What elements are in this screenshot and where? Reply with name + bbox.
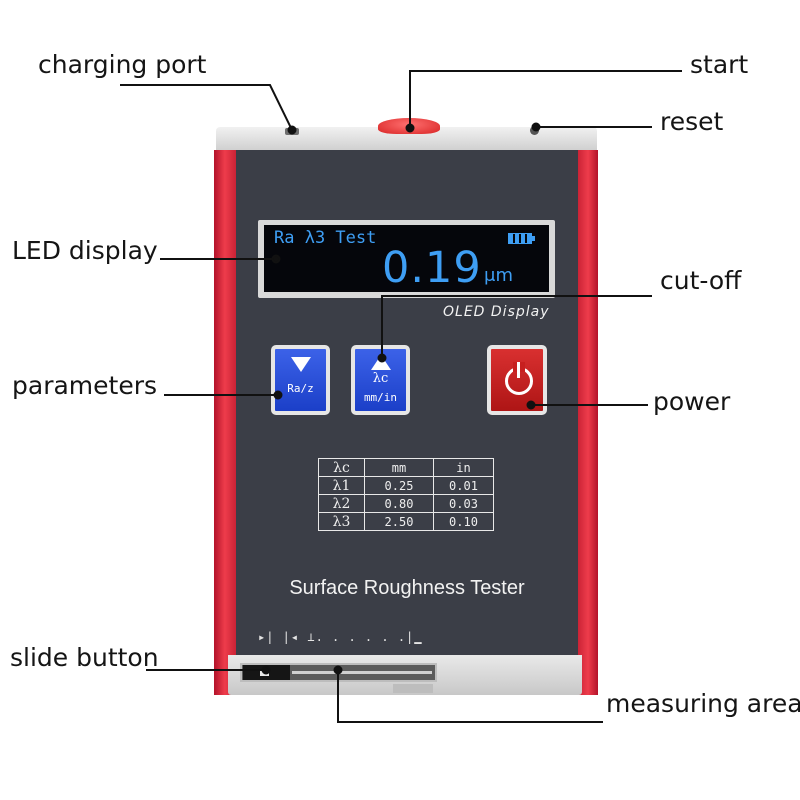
leader-dot-measuring <box>333 665 343 675</box>
table-row: λ1 0.25 0.01 <box>318 476 494 495</box>
table-header-cell: in <box>433 458 494 477</box>
cutoff-table: λc mm in λ1 0.25 0.01 λ2 0.80 0.03 λ3 2.… <box>318 458 494 531</box>
power-icon-bar <box>517 362 520 378</box>
table-row: λ2 0.80 0.03 <box>318 494 494 513</box>
scale-marks: ▸| |◂ ⊥. . . . . .|▁ <box>258 630 423 644</box>
cutoff-key-units: mm/in <box>363 391 398 404</box>
device-title: Surface Roughness Tester <box>289 577 525 599</box>
table-header-cell: λc <box>318 458 365 477</box>
power-key[interactable] <box>487 345 547 415</box>
leader-line-cutoff <box>381 295 652 358</box>
leader-line-start <box>409 70 682 128</box>
leader-dot-slide <box>261 665 271 675</box>
screen-reading-value: 0.19 <box>382 243 482 293</box>
screen-mode-text: Ra λ3 Test <box>274 228 377 248</box>
triangle-down-icon <box>291 357 311 372</box>
table-cell: 2.50 <box>364 512 434 531</box>
oled-display-caption: OLED Display <box>443 304 550 320</box>
left-red-rail <box>214 150 238 695</box>
probe-window <box>393 684 433 693</box>
table-row: λ3 2.50 0.10 <box>318 512 494 531</box>
leader-dot-charging-port <box>287 125 297 135</box>
label-start: start <box>690 50 749 79</box>
table-cell: 0.01 <box>433 476 494 495</box>
leader-dot-cutoff <box>377 353 387 363</box>
leader-line-charging-port <box>120 84 293 131</box>
leader-line-measuring <box>337 670 603 723</box>
label-power: power <box>653 387 731 416</box>
leader-dot-power <box>526 400 536 410</box>
label-charging-port: charging port <box>38 50 207 79</box>
oled-screen <box>264 225 549 292</box>
table-header-row: λc mm in <box>318 458 494 477</box>
leader-dot-reset <box>531 122 541 132</box>
label-cut-off: cut-off <box>660 266 742 295</box>
table-cell: λ1 <box>318 476 365 495</box>
table-cell: 0.10 <box>433 512 494 531</box>
parameters-key-label: Ra/z <box>287 382 314 395</box>
screen-reading-unit: μm <box>484 265 513 286</box>
table-header-cell: mm <box>364 458 434 477</box>
label-led-display: LED display <box>12 236 158 265</box>
leader-dot-parameters <box>273 390 283 400</box>
leader-dot-start <box>405 123 415 133</box>
slot-rail <box>292 671 432 674</box>
right-red-rail <box>576 150 598 695</box>
label-parameters: parameters <box>12 371 158 400</box>
cutoff-key-symbol: λc <box>372 371 389 386</box>
battery-tip-icon <box>532 236 535 241</box>
label-measuring-area: measuring area <box>606 689 800 718</box>
battery-icon <box>508 233 532 244</box>
leader-dot-led <box>271 254 281 264</box>
label-slide-button: slide button <box>10 643 159 672</box>
label-reset: reset <box>660 107 724 136</box>
parameters-key[interactable]: Ra/z <box>271 345 330 415</box>
